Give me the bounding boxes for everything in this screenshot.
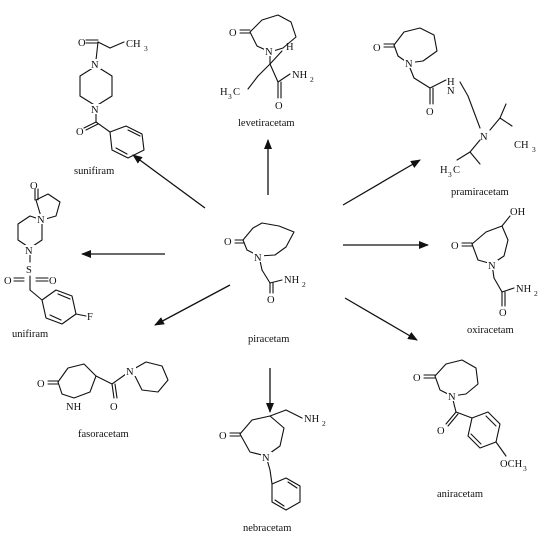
atom-NH2: NH	[284, 275, 300, 286]
atom-H3C: H	[220, 87, 228, 98]
atom-N: N	[37, 215, 45, 226]
label-sunifiram: sunifiram	[74, 166, 114, 177]
svg-text:3: 3	[532, 145, 536, 154]
atom-NH: NH	[66, 402, 82, 413]
svg-text:3: 3	[144, 44, 148, 53]
label-pramiracetam: pramiracetam	[451, 187, 509, 198]
atom-O: O	[30, 181, 38, 192]
svg-text:2: 2	[310, 75, 314, 84]
atom-F: F	[87, 312, 93, 323]
atom-NH-H: H	[447, 77, 455, 88]
label-fasoracetam: fasoracetam	[78, 429, 129, 440]
atom-N: N	[91, 60, 99, 71]
atom-N: N	[25, 246, 33, 257]
arrow-to-fasoracetam	[154, 284, 231, 326]
svg-text:2: 2	[534, 289, 538, 298]
arrow-to-sunifiram	[132, 154, 206, 209]
aniracetam-structure: O N O OCH 3 aniracetam	[413, 359, 527, 500]
atom-O: O	[76, 127, 84, 138]
atom-O: O	[451, 241, 459, 252]
atom-N: N	[448, 392, 456, 403]
atom-N: N	[405, 59, 413, 70]
label-oxiracetam: oxiracetam	[467, 325, 514, 336]
arrow-to-pramiracetam	[342, 159, 421, 206]
svg-text:C: C	[453, 165, 460, 176]
label-levetiracetam: levetiracetam	[238, 118, 295, 129]
atom-N: N	[254, 253, 262, 264]
svg-text:2: 2	[322, 419, 326, 428]
label-unifiram: unifiram	[12, 329, 48, 340]
atom-O: O	[437, 426, 445, 437]
atom-O: O	[224, 237, 232, 248]
atom-H: H	[286, 42, 294, 53]
atom-NH2: NH	[304, 414, 320, 425]
reaction-arrows	[81, 139, 429, 413]
atom-O: O	[229, 28, 237, 39]
atom-O: O	[426, 107, 434, 118]
atom-N: N	[91, 105, 99, 116]
fasoracetam-structure: O NH O N fasoracetam	[37, 361, 169, 440]
atom-O: O	[373, 43, 381, 54]
atom-OCH3: OCH	[500, 459, 523, 470]
atom-O: O	[110, 402, 118, 413]
atom-CH3: CH	[514, 140, 529, 151]
oxiracetam-structure: O OH N O NH 2 oxiracetam	[451, 207, 538, 336]
atom-CH3: CH	[126, 39, 141, 50]
svg-text:3: 3	[228, 92, 232, 101]
atom-O: O	[37, 379, 45, 390]
atom-O: O	[275, 101, 283, 112]
svg-text:3: 3	[448, 170, 452, 179]
pramiracetam-structure: O N O H N N CH 3 H 3 C pramiracetam	[373, 27, 536, 198]
sunifiram-structure: O CH 3 N N O sunifiram	[74, 38, 148, 177]
atom-NH2: NH	[292, 70, 308, 81]
atom-O: O	[219, 431, 227, 442]
unifiram-structure: O N N S O O F unifiram	[4, 181, 93, 340]
nebracetam-structure: O NH 2 N nebracetam	[219, 409, 326, 534]
label-aniracetam: aniracetam	[437, 489, 483, 500]
svg-text:C: C	[233, 87, 240, 98]
svg-text:3: 3	[523, 464, 527, 473]
atom-O: O	[499, 308, 507, 319]
atom-N: N	[480, 132, 488, 143]
atom-O: O	[4, 276, 12, 287]
atom-N: N	[262, 453, 270, 464]
atom-NH-N: N	[447, 86, 455, 97]
svg-text:2: 2	[302, 280, 306, 289]
atom-O: O	[78, 38, 86, 49]
levetiracetam-structure: O N H H 3 C O NH 2 levetiracetam	[220, 14, 314, 129]
atom-O: O	[49, 276, 57, 287]
atom-N: N	[488, 261, 496, 272]
atom-O: O	[413, 373, 421, 384]
atom-OH: OH	[510, 207, 526, 218]
atom-NH2: NH	[516, 284, 532, 295]
label-piracetam: piracetam	[248, 334, 289, 345]
arrow-to-aniracetam	[344, 297, 418, 341]
atom-N: N	[265, 47, 273, 58]
label-nebracetam: nebracetam	[243, 523, 291, 534]
atom-H3C: H	[440, 165, 448, 176]
atom-S: S	[26, 265, 32, 276]
piracetam-structure: O N O NH 2 piracetam	[224, 222, 306, 345]
atom-O: O	[267, 295, 275, 306]
atom-N: N	[126, 367, 134, 378]
